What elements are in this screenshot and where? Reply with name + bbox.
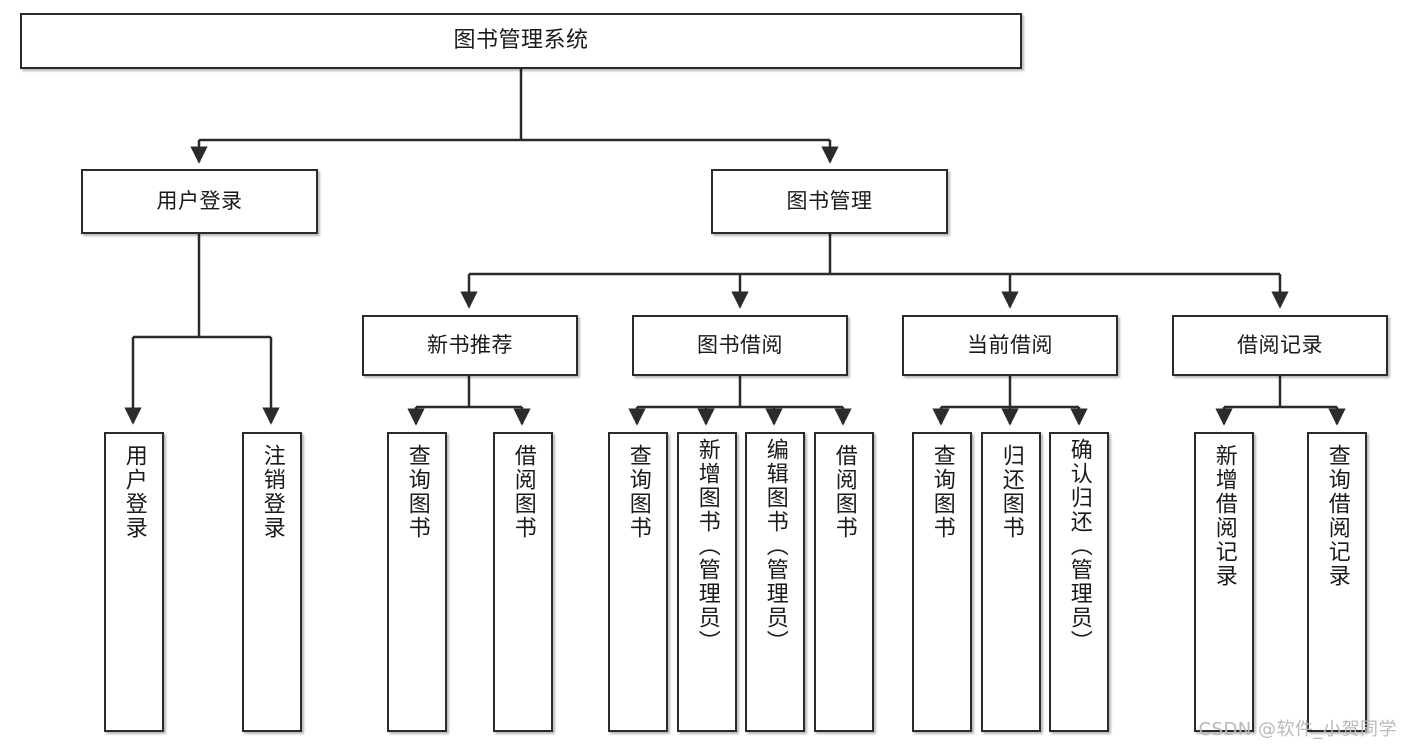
node-label: 用户登录 — [156, 189, 243, 214]
leaf-borrow-book-newbook[interactable]: 借阅图书 — [493, 432, 553, 732]
node-label: 图书借阅 — [697, 333, 783, 358]
node-label: 注销登录 — [259, 444, 285, 540]
node-root-system[interactable]: 图书管理系统 — [20, 13, 1022, 69]
leaf-query-borrow-record[interactable]: 查询借阅记录 — [1307, 432, 1367, 732]
node-user-login[interactable]: 用户登录 — [81, 169, 318, 234]
leaf-logout[interactable]: 注销登录 — [242, 432, 302, 732]
node-book-management[interactable]: 图书管理 — [711, 169, 948, 234]
node-label: 借阅记录 — [1237, 333, 1323, 358]
node-label: 归还图书 — [998, 444, 1024, 540]
node-label: 借阅图书 — [831, 444, 857, 540]
node-label: 查询借阅记录 — [1324, 444, 1350, 588]
leaf-add-book-admin[interactable]: 新增图书（管理员） — [677, 432, 737, 732]
node-label: 当前借阅 — [967, 333, 1053, 358]
node-label: 查询图书 — [929, 444, 955, 540]
node-label: 用户登录 — [121, 444, 147, 540]
node-new-book-recommend[interactable]: 新书推荐 — [362, 315, 578, 376]
leaf-user-login[interactable]: 用户登录 — [104, 432, 164, 732]
node-current-borrow[interactable]: 当前借阅 — [902, 315, 1118, 376]
node-label: 新增借阅记录 — [1211, 444, 1237, 588]
node-label: 图书管理 — [786, 189, 873, 214]
leaf-query-book-borrow[interactable]: 查询图书 — [608, 432, 668, 732]
node-book-borrow[interactable]: 图书借阅 — [632, 315, 848, 376]
node-label: 新书推荐 — [427, 333, 513, 358]
node-borrow-record[interactable]: 借阅记录 — [1172, 315, 1388, 376]
leaf-borrow-book[interactable]: 借阅图书 — [814, 432, 874, 732]
leaf-confirm-return-admin[interactable]: 确认归还（管理员） — [1049, 432, 1109, 732]
node-label: 确认归还（管理员） — [1066, 438, 1092, 654]
node-label: 查询图书 — [404, 444, 430, 540]
leaf-query-book-newbook[interactable]: 查询图书 — [387, 432, 447, 732]
leaf-return-book[interactable]: 归还图书 — [981, 432, 1041, 732]
node-label: 编辑图书（管理员） — [762, 438, 788, 654]
leaf-query-book-current[interactable]: 查询图书 — [912, 432, 972, 732]
leaf-add-borrow-record[interactable]: 新增借阅记录 — [1194, 432, 1254, 732]
node-label: 借阅图书 — [510, 444, 536, 540]
node-label: 查询图书 — [625, 444, 651, 540]
watermark-text: CSDN @软件_小贺同学 — [1198, 719, 1397, 740]
leaf-edit-book-admin[interactable]: 编辑图书（管理员） — [745, 432, 805, 732]
node-label: 新增图书（管理员） — [694, 438, 720, 654]
node-label: 图书管理系统 — [453, 28, 589, 54]
